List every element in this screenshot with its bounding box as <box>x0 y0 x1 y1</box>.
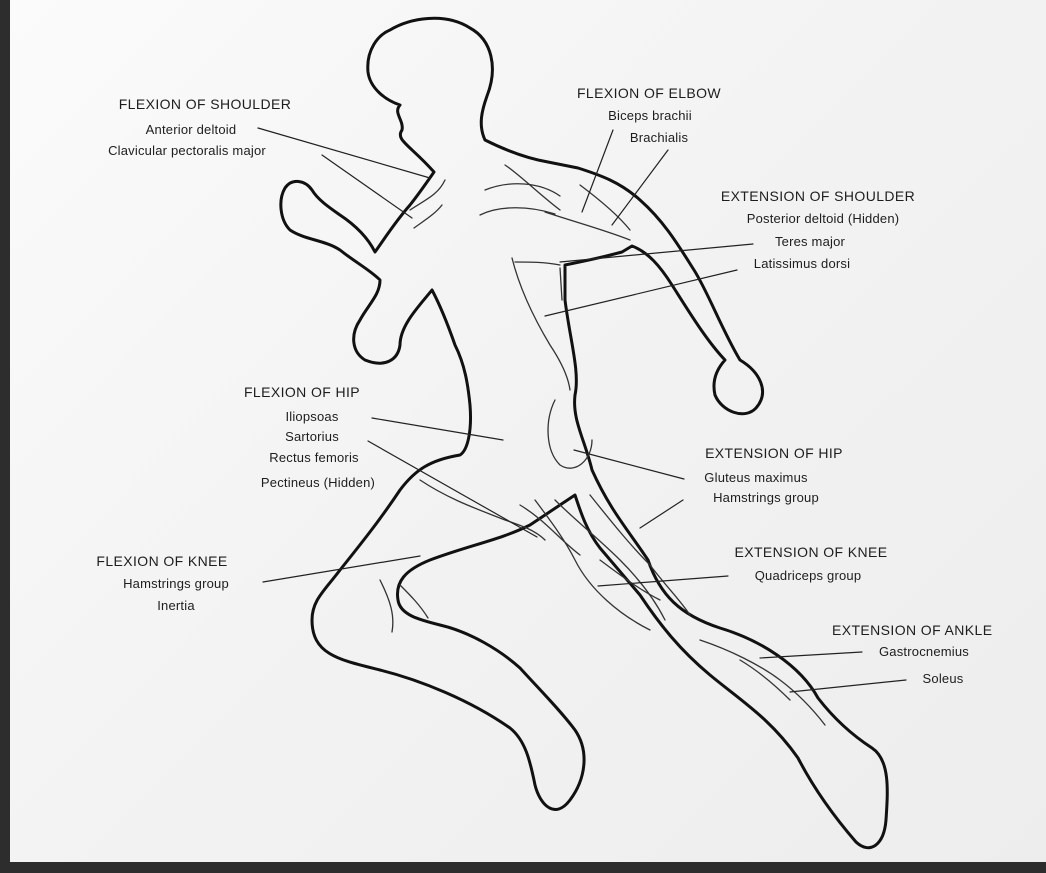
leader-teres-major <box>560 244 753 262</box>
inertia-label: Inertia <box>157 598 195 613</box>
knee-flexion-title: FLEXION OF KNEE <box>96 554 227 569</box>
hip-extension-title: EXTENSION OF HIP <box>705 446 843 461</box>
latissimus-dorsi-label: Latissimus dorsi <box>754 256 850 271</box>
leader-quadriceps <box>598 576 728 586</box>
hamstrings-knee-label: Hamstrings group <box>123 576 229 591</box>
leader-latissimus-dorsi <box>545 270 737 316</box>
biceps-brachii-label: Biceps brachii <box>608 108 692 123</box>
knee-extension-title: EXTENSION OF KNEE <box>734 545 887 560</box>
teres-major-label: Teres major <box>775 234 845 249</box>
clavicular-pectoralis-label: Clavicular pectoralis major <box>108 143 266 158</box>
gluteus-maximus-label: Gluteus maximus <box>704 470 807 485</box>
ankle-extension-title: EXTENSION OF ANKLE <box>832 623 992 638</box>
body-outline <box>281 18 887 847</box>
posterior-deltoid-label: Posterior deltoid (Hidden) <box>747 211 900 226</box>
quadriceps-label: Quadriceps group <box>755 568 862 583</box>
iliopsoas-label: Iliopsoas <box>285 409 338 424</box>
anterior-deltoid-label: Anterior deltoid <box>146 122 237 137</box>
leader-hamstrings-knee <box>263 556 420 582</box>
leader-hamstrings-hip <box>640 500 683 528</box>
shoulder-flexion-title: FLEXION OF SHOULDER <box>119 97 292 112</box>
leader-clavicular-pectoralis <box>322 155 412 218</box>
sartorius-label: Sartorius <box>285 429 339 444</box>
hip-flexion-title: FLEXION OF HIP <box>244 385 360 400</box>
gastrocnemius-label: Gastrocnemius <box>879 644 969 659</box>
brachialis-label: Brachialis <box>630 130 688 145</box>
leader-iliopsoas <box>372 418 503 440</box>
rectus-femoris-label: Rectus femoris <box>269 450 359 465</box>
shoulder-extension-title: EXTENSION OF SHOULDER <box>721 189 915 204</box>
hamstrings-hip-label: Hamstrings group <box>713 490 819 505</box>
pectineus-label: Pectineus (Hidden) <box>261 475 375 490</box>
soleus-label: Soleus <box>923 671 964 686</box>
leader-brachialis <box>612 150 668 225</box>
elbow-flexion-title: FLEXION OF ELBOW <box>577 86 721 101</box>
